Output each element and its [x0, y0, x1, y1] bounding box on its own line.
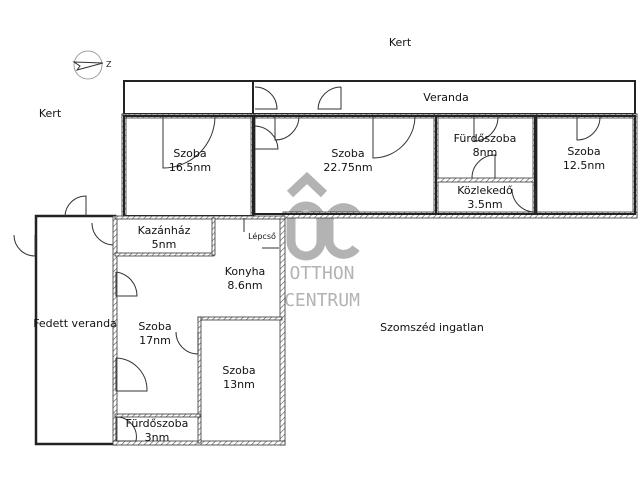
room-furdo-2-area: 3nm — [145, 431, 170, 444]
room-konyha-area: 8.6nm — [227, 279, 262, 292]
room-szoba-4-name: Szoba — [138, 320, 171, 333]
neighbor-label: Szomszéd ingatlan — [380, 321, 484, 334]
room-kazanhaz-name: Kazánház — [138, 224, 191, 237]
room-kozlekedo-area: 3.5nm — [467, 198, 502, 211]
room-veranda-name: Veranda — [423, 91, 468, 104]
watermark: OTTHON CENTRUM — [284, 171, 360, 311]
room-szoba-5-name: Szoba — [222, 364, 255, 377]
room-konyha-name: Konyha — [225, 265, 266, 278]
room-kozlekedo-name: Közlekedő — [457, 184, 513, 197]
room-szoba-3-name: Szoba — [567, 145, 600, 158]
watermark-line1: OTTHON — [289, 263, 354, 284]
room-furdo-1-name: Fürdőszoba — [454, 132, 517, 145]
room-lepcso-name: Lépcső — [248, 231, 276, 241]
room-furdo-1-area: 8nm — [473, 146, 498, 159]
watermark-logo — [286, 171, 360, 261]
room-szoba-2-name: Szoba — [331, 147, 364, 160]
garden-label-top: Kert — [389, 36, 412, 49]
room-szoba-4-area: 17nm — [139, 334, 171, 347]
compass-icon: Z — [72, 50, 112, 80]
room-szoba-1-name: Szoba — [173, 147, 206, 160]
room-fedett-veranda-name: Fedett veranda — [33, 317, 117, 330]
watermark-line2: CENTRUM — [284, 290, 360, 311]
room-kazanhaz-area: 5nm — [152, 238, 177, 251]
veranda — [123, 80, 636, 115]
room-szoba-3-area: 12.5nm — [563, 159, 605, 172]
room-szoba-1-area: 16.5nm — [169, 161, 211, 174]
room-szoba-2-area: 22.75nm — [323, 161, 372, 174]
room-furdo-2-name: Fürdőszoba — [126, 417, 189, 430]
room-szoba-5-area: 13nm — [223, 378, 255, 391]
compass-label: Z — [106, 60, 112, 69]
garden-label-left: Kert — [39, 107, 62, 120]
